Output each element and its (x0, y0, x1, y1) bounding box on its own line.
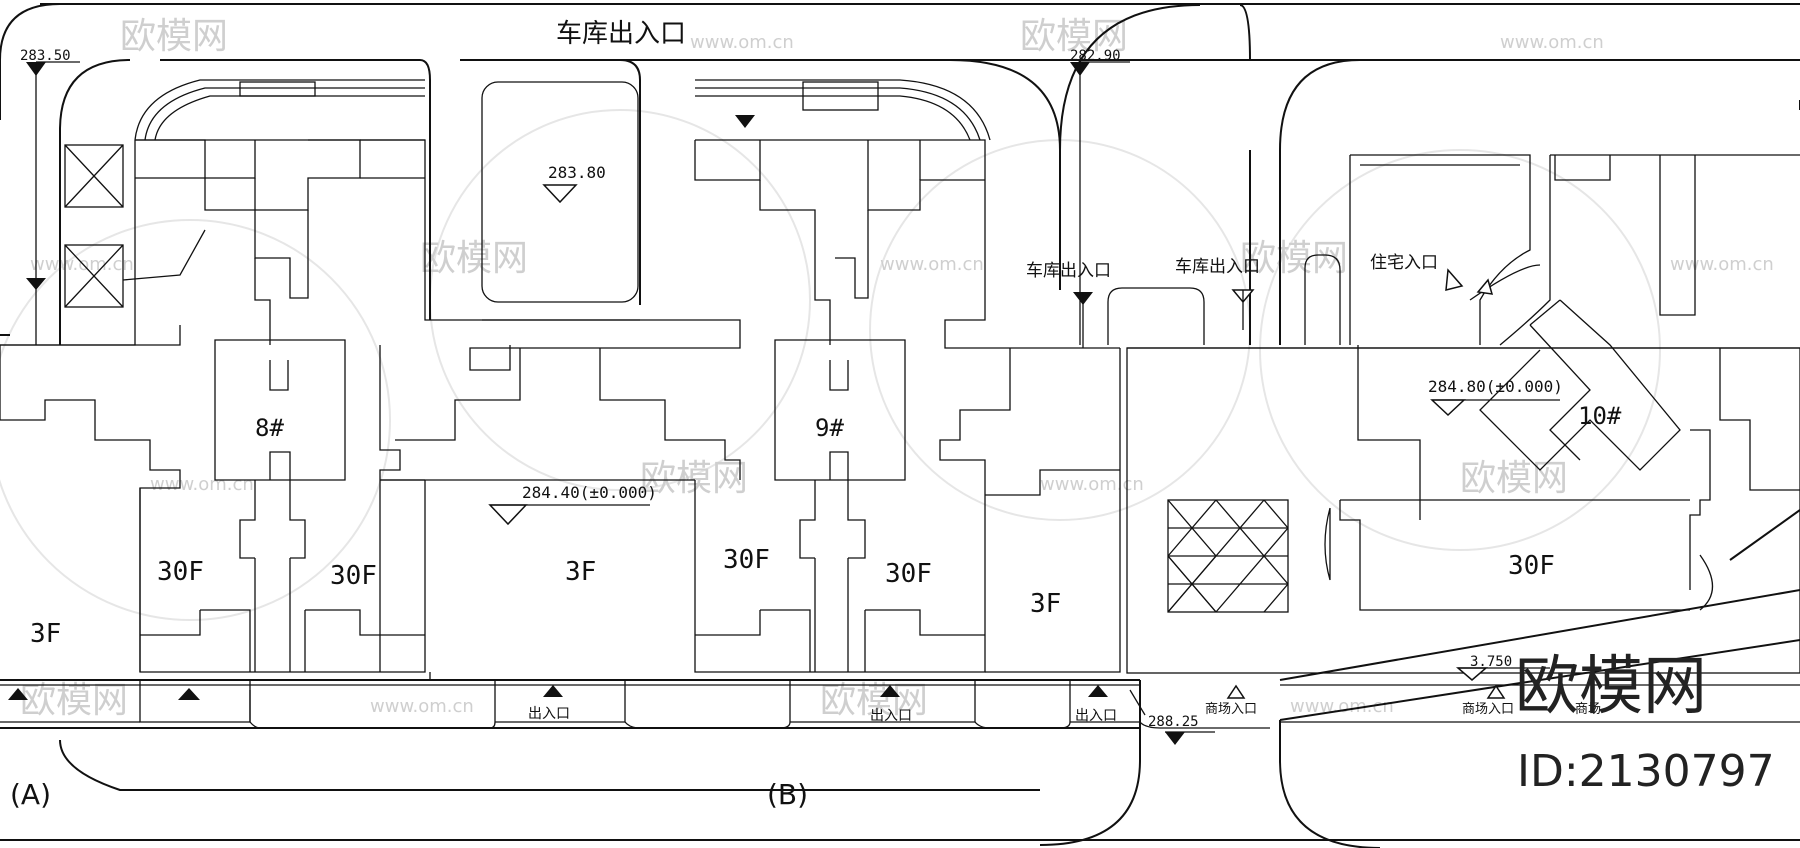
watermark-site: www.om.cn (150, 474, 254, 495)
watermark-logo: 欧模网 (1460, 458, 1568, 499)
bottom-strip (0, 680, 1800, 729)
block-8-outline (0, 139, 741, 673)
floor-count-label: 30F (885, 559, 932, 589)
floor-count-label: 3F (565, 557, 596, 587)
hatched-area (1167, 499, 1289, 613)
zone-label: (A) (10, 778, 51, 811)
road-lines (0, 3, 1800, 848)
watermark-logo: 欧模网 (20, 680, 128, 721)
watermark-badge: 欧模网 ID:2130797 (1515, 650, 1775, 797)
entrance-arrow-icon (1476, 278, 1494, 295)
watermark-logo: 欧模网 (1020, 16, 1128, 57)
elevation-marker (488, 504, 528, 526)
elevation-label: 284.80(±0.000) (1428, 377, 1563, 396)
elevation-marker (735, 115, 755, 128)
garage-entrance-label: 车库出入口 (556, 19, 686, 49)
mall-entrance-label: 商场入口 (1462, 702, 1514, 717)
building-number: 10# (1578, 402, 1622, 430)
exit-entrance-label: 出入口 (870, 708, 912, 724)
watermark-site: www.om.cn (1040, 474, 1144, 495)
watermark-id: ID:2130797 (1517, 746, 1775, 797)
watermark-site: www.om.cn (1500, 32, 1604, 53)
watermark-site: www.om.cn (370, 696, 474, 717)
exit-entrance-label: 出入口 (528, 706, 570, 722)
watermark-logo: 欧模网 (640, 458, 748, 499)
entrance-arrow-icon (1088, 685, 1108, 697)
watermark-site: www.om.cn (1290, 696, 1394, 717)
floor-count-label: 30F (723, 545, 770, 575)
entrance-arrows (8, 268, 1506, 700)
watermark-logo: 欧模网 (820, 680, 928, 721)
watermark-site: www.om.cn (690, 32, 794, 53)
residential-entrance-label: 住宅入口 (1370, 253, 1438, 273)
elevation-label: 284.40(±0.000) (522, 483, 657, 502)
building-number: 9# (815, 414, 844, 442)
zone-label: (B) (767, 778, 808, 811)
floor-count-label: 30F (1508, 551, 1555, 581)
block-9-outline (694, 79, 1121, 673)
building-number: 8# (255, 414, 284, 442)
elevation-label: 3.750 (1470, 654, 1512, 670)
elevation-label: 283.80 (548, 163, 606, 182)
entrance-arrow-icon (1486, 684, 1506, 699)
watermark-site: www.om.cn (880, 254, 984, 275)
entrance-arrow-icon (8, 688, 28, 700)
entrance-arrow-icon (543, 685, 563, 697)
entrance-arrow-icon (1226, 684, 1246, 699)
elevation-marker (1430, 399, 1466, 417)
labels: 车库出入口 车库出入口 车库出入口 住宅入口 出入口 出入口 出入口 商场入口 … (10, 19, 1622, 811)
entrance-arrow-icon (178, 688, 200, 700)
floor-count-label: 3F (30, 619, 61, 649)
middle-podium (379, 345, 741, 680)
parking-boxes (64, 144, 206, 308)
garage-box (1107, 254, 1341, 345)
watermark-logo: 欧模网 (120, 16, 228, 57)
floor-count-label: 30F (157, 557, 204, 587)
elevation-label: 288.25 (1148, 714, 1199, 730)
floor-count-label: 30F (330, 561, 377, 591)
watermark-logos: 欧模网 欧模网 欧模网 欧模网 欧模网 欧模网 欧模网 欧模网 www.om.c… (20, 16, 1774, 721)
plaza-rect (481, 81, 640, 321)
watermark-site: www.om.cn (1670, 254, 1774, 275)
elevation-marker (1165, 732, 1185, 745)
entrance-arrow-icon (880, 685, 900, 697)
garage-entrance-label: 车库出入口 (1175, 257, 1260, 277)
mall-entrance-label: 商场 (1575, 702, 1601, 717)
entrance-arrow-icon (1445, 268, 1464, 291)
watermark-logo: 欧模网 (1240, 238, 1348, 279)
elevation-label: 282.90 (1070, 48, 1121, 64)
floor-count-label: 3F (1030, 589, 1061, 619)
block-10-outline (1126, 154, 1800, 674)
canopy-top-left (134, 79, 425, 141)
watermark-site: www.om.cn (30, 254, 134, 275)
exit-entrance-label: 出入口 (1075, 708, 1117, 724)
mall-entrance-label: 商场入口 (1205, 702, 1257, 717)
elevation-marker (542, 184, 578, 204)
watermark-logo: 欧模网 (420, 238, 528, 279)
elevation-leaders (35, 61, 1560, 733)
garage-entrance-label: 车库出入口 (1026, 261, 1111, 281)
elevation-label: 283.50 (20, 48, 71, 64)
watermark-brand: 欧模网 (1515, 650, 1707, 724)
